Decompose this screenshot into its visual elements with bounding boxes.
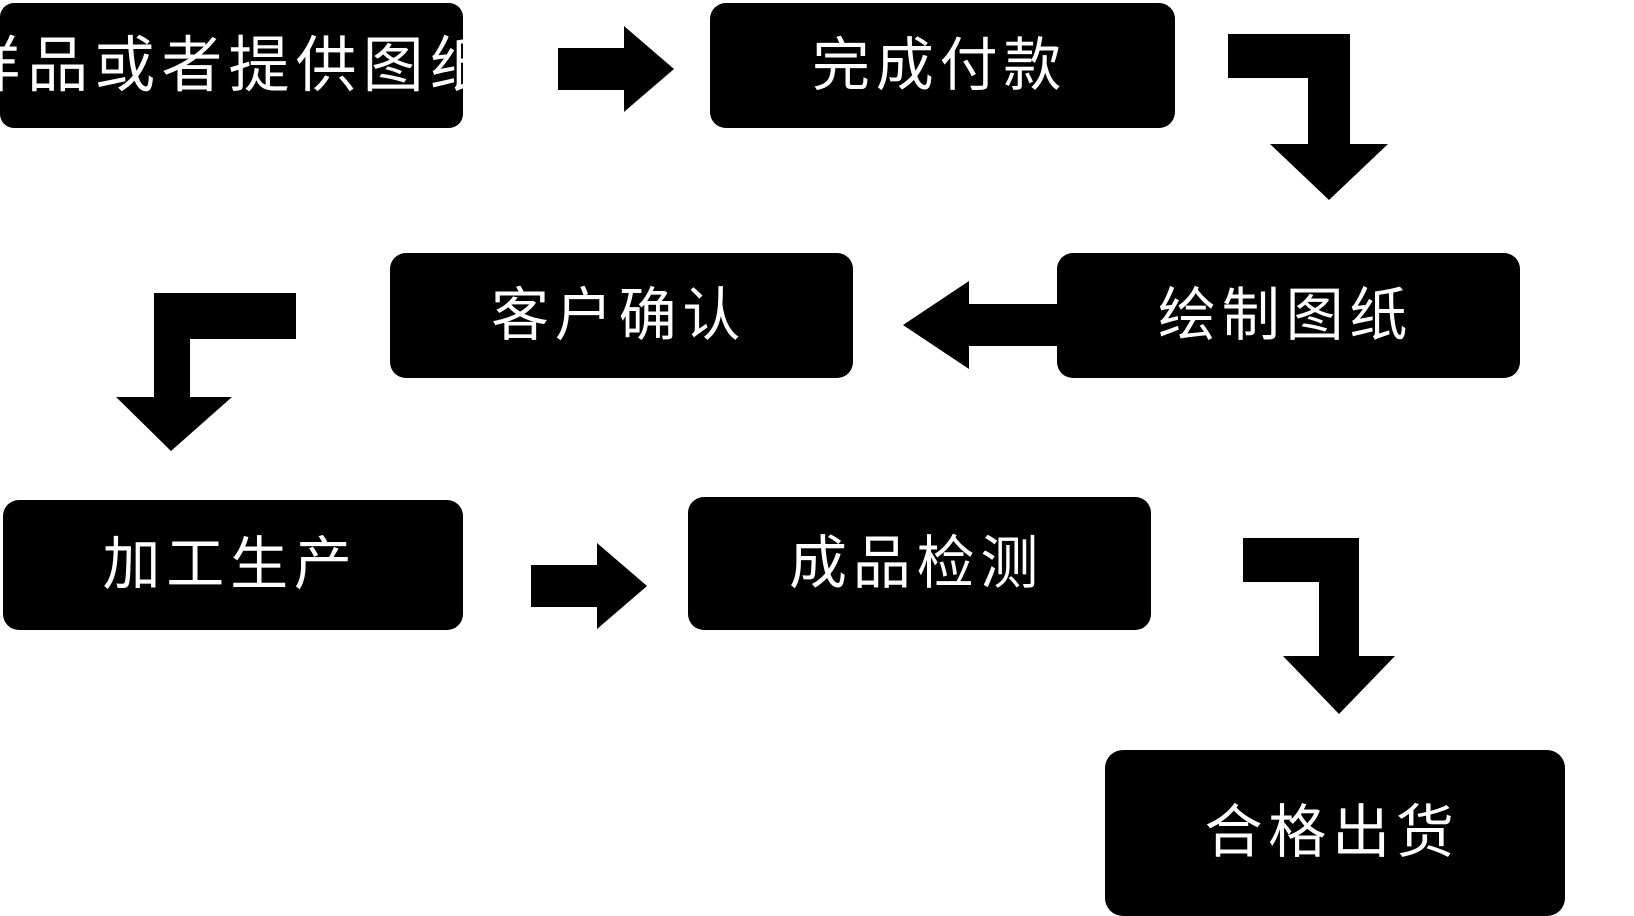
flow-node-shipping[interactable]: 合格出货 [1105,750,1565,916]
flow-node-confirm-label: 客户确认 [491,282,747,348]
flow-node-production[interactable]: 加工生产 [3,500,463,630]
arrow-elbow-left-down-icon [116,293,296,451]
flow-node-sample-label: 样品或者提供图纸 [0,30,497,99]
flow-node-drawing-label: 绘制图纸 [1158,282,1414,348]
arrow-right-icon [558,26,674,112]
flow-node-confirm[interactable]: 客户确认 [390,253,853,378]
flow-node-inspection-label: 成品检测 [789,530,1045,596]
arrow-elbow-right-down-icon [1228,34,1388,200]
flow-node-shipping-label: 合格出货 [1204,800,1460,866]
flow-node-drawing[interactable]: 绘制图纸 [1057,253,1520,378]
flow-node-sample[interactable]: 样品或者提供图纸 [0,3,491,128]
flow-node-inspection[interactable]: 成品检测 [688,497,1151,630]
flow-node-payment-label: 完成付款 [812,32,1068,98]
flow-node-production-label: 加工生产 [102,532,358,598]
arrow-elbow-right-down-icon [1243,538,1395,714]
arrow-right-icon [531,543,647,629]
flow-node-payment[interactable]: 完成付款 [710,3,1175,128]
arrow-left-icon [903,281,1059,369]
